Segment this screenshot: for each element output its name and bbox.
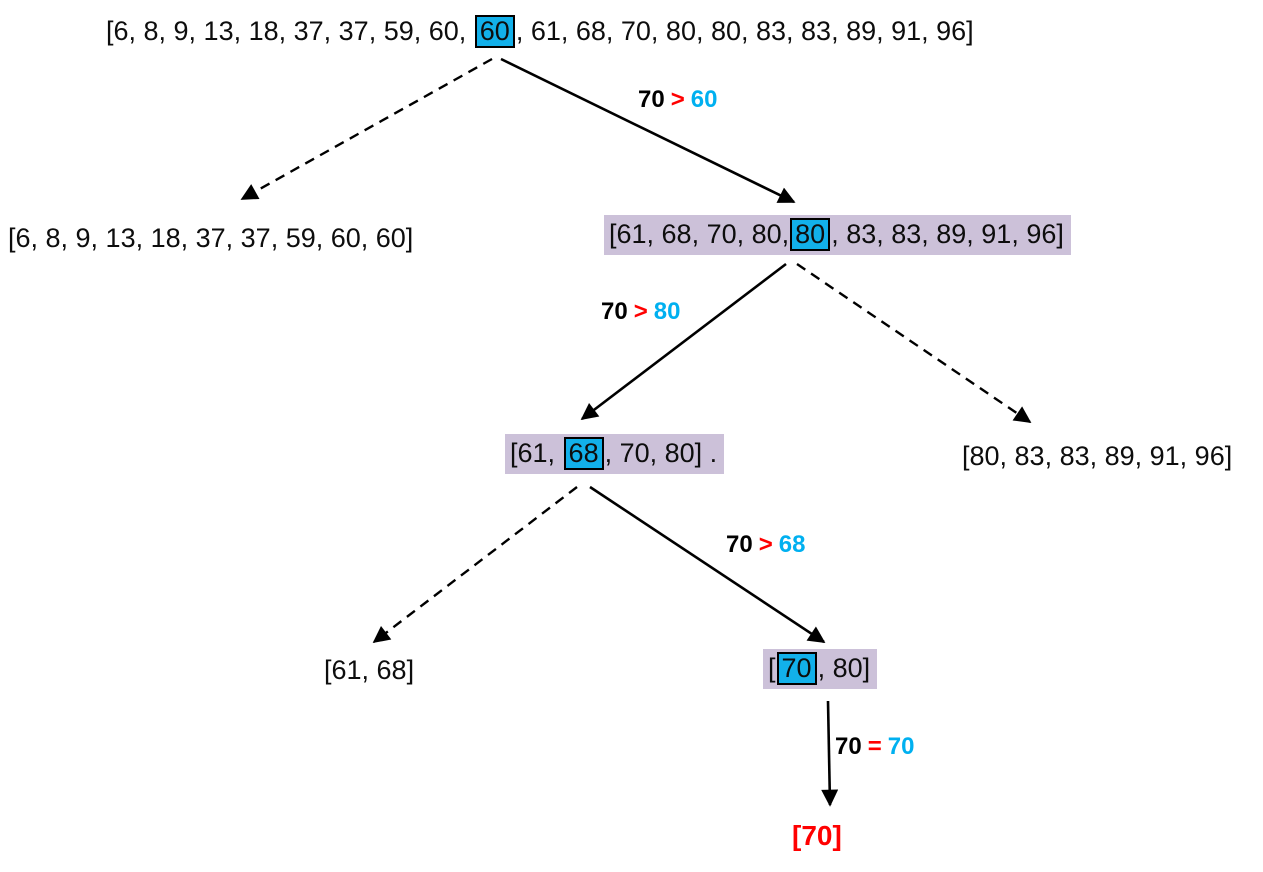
root-array-post: , 61, 68, 70, 80, 80, 83, 83, 89, 91, 96… (515, 16, 974, 46)
right-half-post: , 83, 83, 89, 91, 96] (831, 219, 1064, 249)
node-quarter-left: [61, 68, 70, 80] . (505, 434, 725, 475)
pair-right-post: , 80] (817, 653, 871, 683)
cmp1-target: 70 (638, 86, 665, 113)
right-half-pre: [61, 68, 70, 80, (609, 219, 790, 249)
pair-right-pre: [ (768, 653, 776, 683)
root-array-pre: [6, 8, 9, 13, 18, 37, 37, 59, 60, (106, 16, 474, 46)
pair-left-text: [61, 68] (324, 655, 415, 685)
edge-l3left-to-l4right-solid (589, 485, 826, 644)
pair-right-mid-highlight: 70 (776, 652, 817, 686)
edge-l2right-to-l3right-dashed (796, 263, 1032, 423)
cmp1-value: 60 (690, 86, 718, 113)
node-pair-left: [61, 68] (324, 655, 414, 686)
root-mid-highlight: 60 (474, 15, 515, 49)
cmp2-target: 70 (601, 298, 628, 325)
cmp3-value: 68 (778, 531, 806, 558)
comparison-70-gt-80: 70>80 (601, 298, 680, 326)
cmp2-value: 80 (653, 298, 681, 325)
left-half-text: [6, 8, 9, 13, 18, 37, 37, 59, 60, 60] (8, 223, 414, 253)
node-root-array: [6, 8, 9, 13, 18, 37, 37, 59, 60, 60, 61… (106, 15, 974, 49)
edge-root-to-l2left-dashed (240, 57, 493, 201)
comparison-70-eq-70: 70=70 (835, 733, 914, 761)
cmp3-target: 70 (726, 531, 753, 558)
edge-l4right-to-result-solid (821, 700, 839, 807)
cmp4-value: 70 (887, 733, 915, 760)
cmp4-target: 70 (835, 733, 862, 760)
result-node: [70] (792, 820, 842, 852)
result-text: [70] (792, 820, 842, 851)
cmp4-operator: = (867, 733, 882, 760)
cmp3-operator: > (758, 531, 773, 558)
cmp1-operator: > (670, 86, 685, 113)
node-pair-right: [70, 80] (763, 649, 878, 690)
comparison-70-gt-60: 70>60 (638, 86, 717, 114)
quarter-left-post: , 70, 80] . (604, 438, 718, 468)
edge-root-to-l2right-solid (500, 57, 796, 204)
edge-l3left-to-l4left-dashed (372, 486, 578, 644)
quarter-left-mid-highlight: 68 (563, 437, 604, 471)
node-left-half: [6, 8, 9, 13, 18, 37, 37, 59, 60, 60] (8, 223, 413, 254)
right-half-mid-highlight: 80 (790, 218, 831, 252)
node-quarter-right: [80, 83, 83, 89, 91, 96] (962, 441, 1232, 472)
quarter-right-text: [80, 83, 83, 89, 91, 96] (962, 441, 1233, 471)
cmp2-operator: > (633, 298, 648, 325)
comparison-70-gt-68: 70>68 (726, 531, 805, 559)
edge-l2right-to-l3left-solid (580, 262, 787, 421)
node-right-half: [61, 68, 70, 80,80, 83, 83, 89, 91, 96] (604, 215, 1071, 256)
quarter-left-pre: [61, (510, 438, 563, 468)
